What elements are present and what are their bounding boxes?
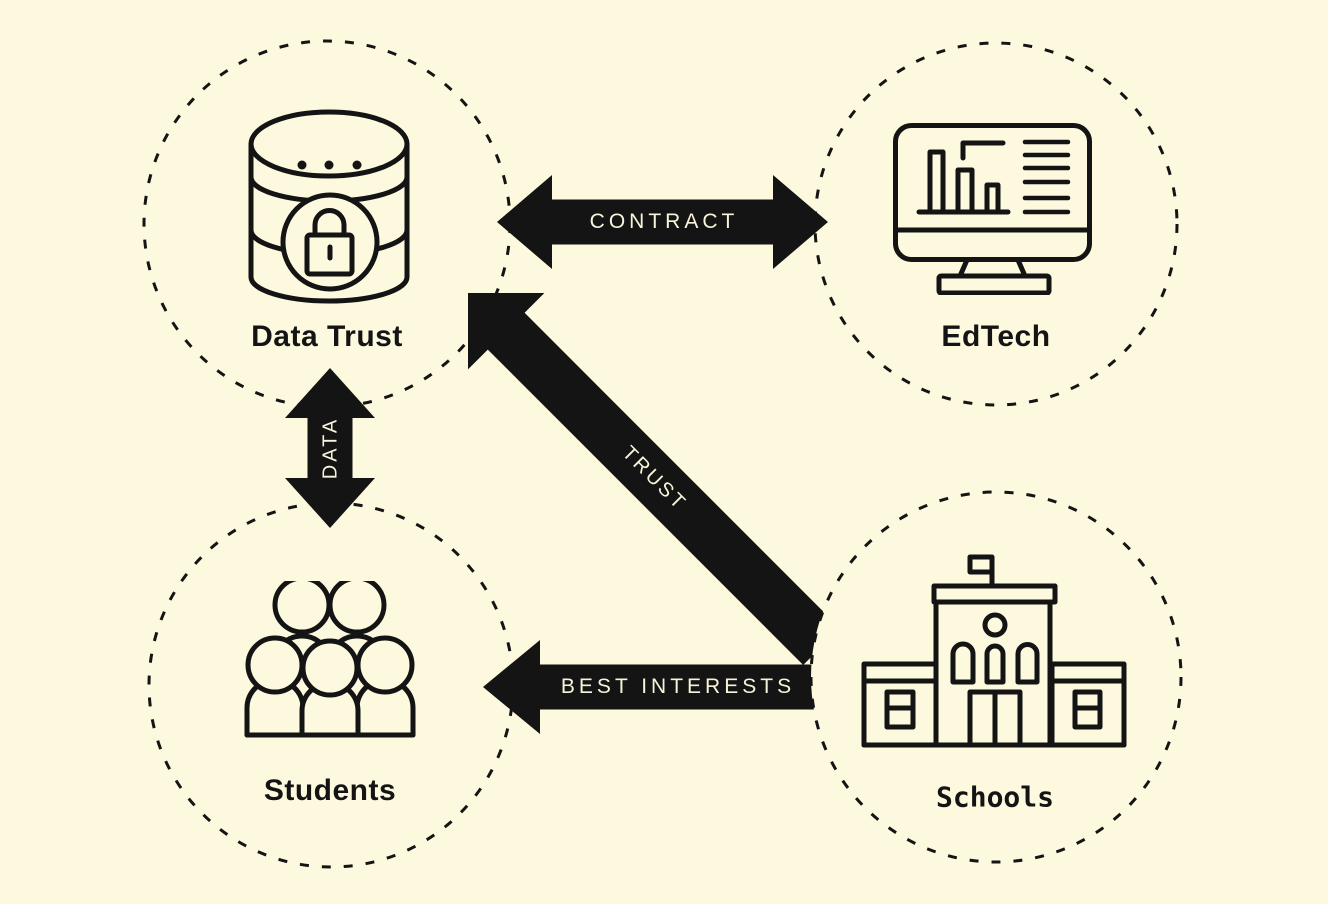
arrow-contract xyxy=(497,175,828,269)
node-label-students: Students xyxy=(263,774,397,807)
arrow-best-interests xyxy=(483,640,830,734)
database-lock-icon xyxy=(248,109,410,304)
monitor-chart-icon xyxy=(893,123,1092,295)
arrow-trust xyxy=(468,293,840,665)
arrow-label-best-interests: BEST INTERESTS xyxy=(560,675,796,698)
node-label-edtech: EdTech xyxy=(941,320,1051,353)
arrow-label-data: DATA xyxy=(319,416,342,480)
node-circle-edtech xyxy=(813,41,1179,407)
school-building-icon xyxy=(861,554,1127,748)
people-group-icon xyxy=(244,581,416,738)
arrow-data xyxy=(285,368,375,528)
node-label-schools: Schools xyxy=(935,780,1055,814)
node-label-data-trust: Data Trust xyxy=(251,320,403,353)
arrow-label-contract: CONTRACT xyxy=(589,210,739,233)
